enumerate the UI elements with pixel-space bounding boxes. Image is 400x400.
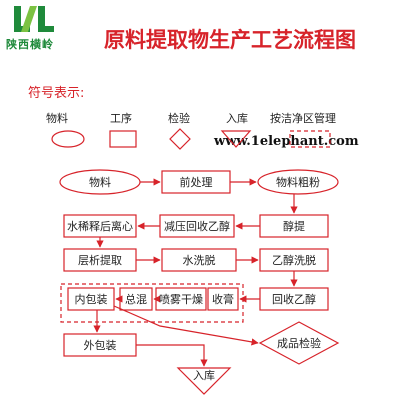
watermark-url: www.1elephant.com bbox=[214, 134, 359, 149]
legend-heading: 符号表示: bbox=[28, 86, 85, 101]
legend-label-process: 工序 bbox=[110, 112, 132, 125]
node-column-extraction: 层析提取 bbox=[78, 254, 122, 267]
legend-rect-symbol bbox=[109, 130, 137, 148]
node-product-inspection-shape bbox=[258, 321, 340, 365]
node-ethanol-recovery: 回收乙醇 bbox=[272, 293, 316, 306]
legend-label-clean-zone: 按洁净区管理 bbox=[270, 112, 336, 125]
node-inner-packing: 内包装 bbox=[74, 293, 108, 306]
node-warehousing: 入库 bbox=[193, 369, 215, 382]
node-pretreatment: 前处理 bbox=[179, 176, 213, 189]
legend-dashed-rect-symbol bbox=[289, 130, 331, 148]
node-ethanol-elution: 乙醇洗脱 bbox=[272, 254, 316, 267]
company-logo-icon bbox=[14, 6, 54, 32]
node-concentrate-shape bbox=[207, 287, 239, 311]
page-title: 原料提取物生产工艺流程图 bbox=[104, 28, 356, 52]
legend-triangle-symbol bbox=[220, 130, 252, 148]
legend-ellipse-symbol bbox=[51, 130, 85, 148]
legend-diamond-symbol bbox=[169, 128, 191, 150]
edge-outer-to-warehouse bbox=[136, 344, 208, 367]
node-outer-packing: 外包装 bbox=[83, 339, 117, 352]
node-blending: 总混 bbox=[125, 293, 147, 306]
node-concentrate: 收膏 bbox=[212, 293, 234, 306]
node-water-elution: 水洗脱 bbox=[182, 254, 216, 267]
node-raw-material: 物料 bbox=[89, 176, 111, 189]
node-water-dilution: 水稀释后离心 bbox=[67, 220, 133, 233]
node-crude-powder: 物料粗粉 bbox=[276, 176, 320, 189]
legend-label-warehousing: 入库 bbox=[226, 112, 248, 125]
edge-inner-to-inspection bbox=[113, 305, 259, 346]
node-crude-powder-shape bbox=[257, 169, 339, 195]
legend-label-material: 物料 bbox=[46, 112, 68, 125]
node-alcohol-extraction: 醇提 bbox=[283, 220, 305, 233]
node-spray-drying: 喷雾干燥 bbox=[159, 293, 203, 306]
node-vacuum-recovery: 减压回收乙醇 bbox=[164, 220, 230, 233]
node-product-inspection: 成品检验 bbox=[277, 337, 321, 350]
company-name: 陕西横岭 bbox=[6, 38, 54, 51]
node-warehousing-shape bbox=[176, 367, 232, 395]
node-inner-packing-shape bbox=[67, 287, 115, 311]
legend-label-inspection: 检验 bbox=[168, 112, 190, 125]
